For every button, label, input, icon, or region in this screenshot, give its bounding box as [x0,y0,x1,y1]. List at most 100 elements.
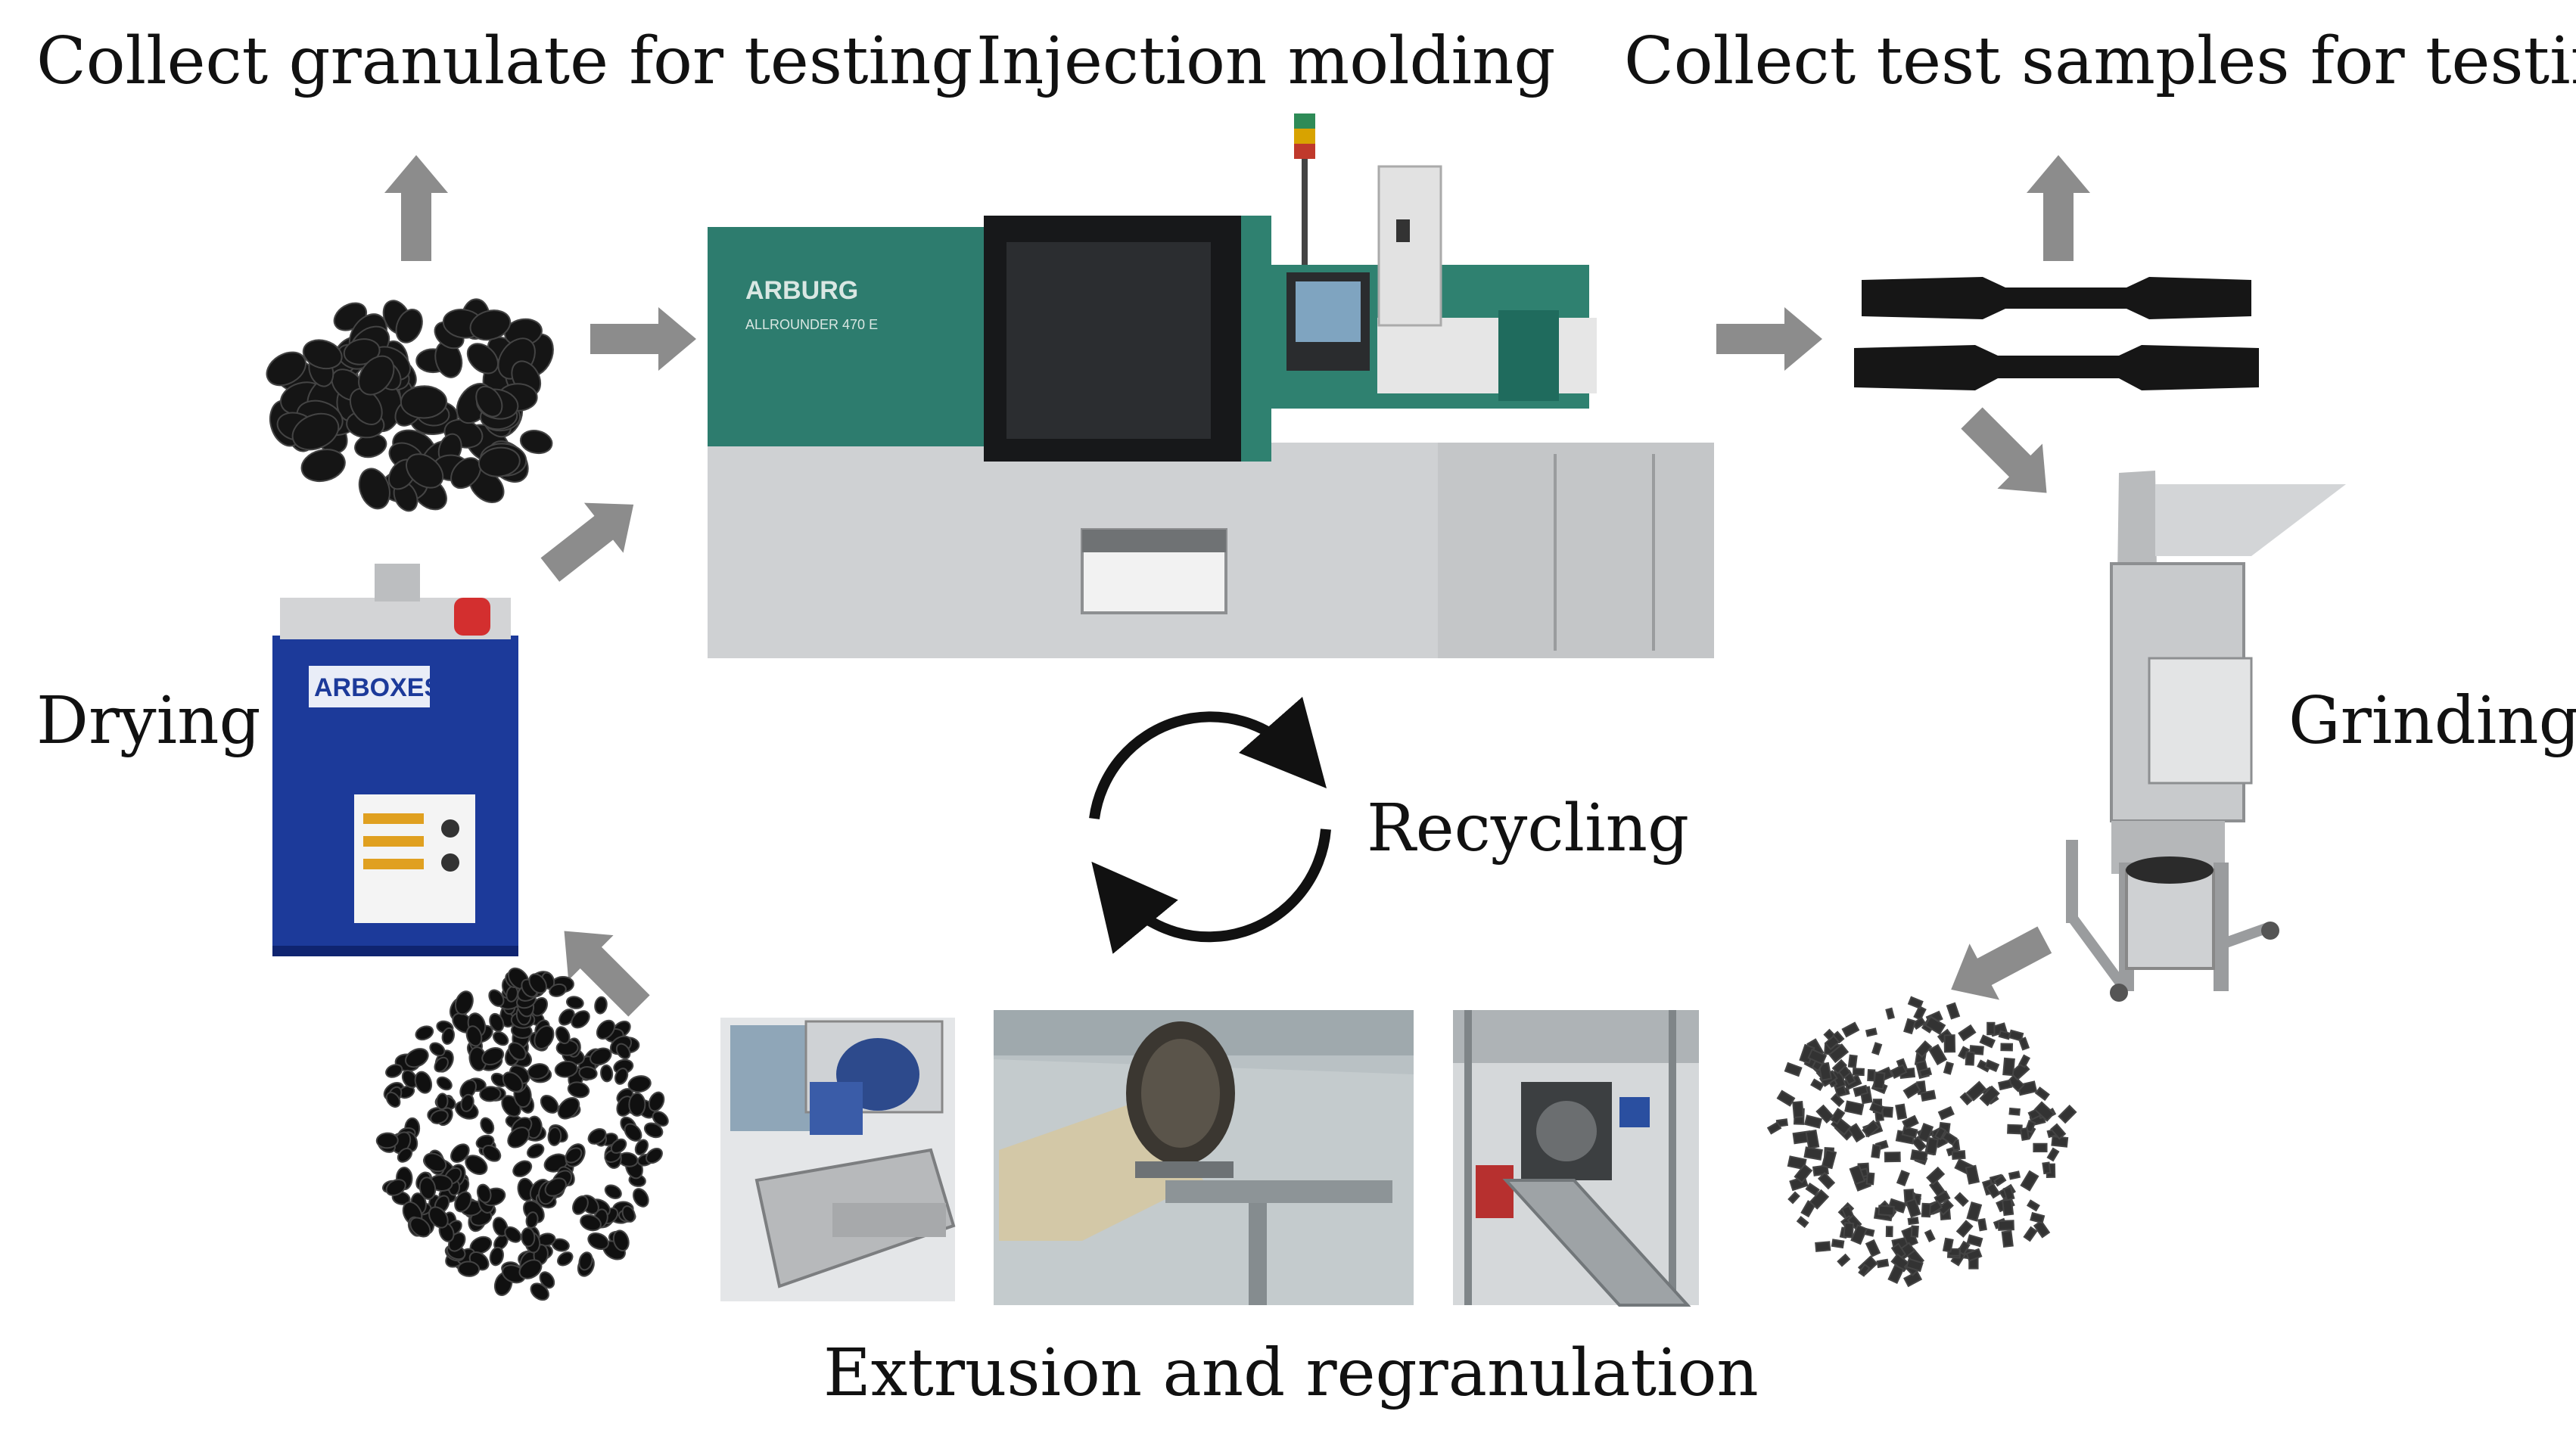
pellet [2018,1037,2030,1051]
pellet [612,1229,630,1251]
pellet [1985,1182,2001,1199]
pellet [1934,1126,1947,1141]
pellet [578,1066,598,1080]
pellet [1796,1216,1809,1229]
pellet [479,1086,502,1102]
pellet [1847,1054,1858,1068]
recycling-label: Recycling [1367,791,1690,866]
pellet [1821,1149,1837,1170]
pellet [436,1076,453,1091]
pellet [2008,1107,2021,1116]
extruder-photo-3 [1453,1010,1699,1307]
pellet [539,1271,555,1289]
pellet [480,1117,495,1135]
pellet [1895,1103,1908,1121]
pellet [1998,1079,2013,1091]
arrow-granulate-up [384,155,448,261]
pellet [567,1081,590,1099]
pellet [1903,1018,1917,1035]
pellet [436,1093,449,1110]
pellet [1959,1092,1973,1106]
pellet [587,1128,607,1145]
pellet [1837,1253,1851,1267]
pellet [450,457,481,490]
pellet [418,1177,437,1200]
pellet [1977,1217,1987,1232]
pellet [1815,1104,1835,1124]
pellet [557,1097,580,1120]
pellet [1853,1084,1869,1097]
collect-granulate-label: Collect granulate for testing [36,23,973,99]
pellet [1830,1093,1845,1108]
pellet [465,1155,488,1176]
pellet [557,1251,574,1267]
pellet [2042,1161,2052,1175]
pellet [1911,1136,1927,1152]
pellet [492,1217,509,1237]
pellet [527,1143,545,1159]
pellet [1937,1105,1955,1121]
pellet [1905,1198,1921,1218]
pellet [300,449,346,483]
pellet [1810,1078,1825,1091]
pellet [414,1071,433,1094]
pellet [1890,1064,1908,1080]
pellet [1986,1021,1996,1036]
pellet [358,468,390,510]
pellet [1958,1024,1977,1042]
pellet [1872,1071,1886,1090]
pellet [634,1139,649,1156]
pellet [521,1227,536,1248]
pellet [1805,1183,1820,1196]
pellet [1792,1101,1804,1119]
pellet [1937,1198,1954,1216]
pellet [492,1030,509,1046]
pellet [1831,1058,1847,1074]
injection-molding-label: Injection molding [976,23,1556,99]
pellet [1966,1234,1983,1248]
pellet [1921,1202,1931,1218]
extruded-pellets-image [375,967,669,1301]
pellet [1865,1239,1881,1257]
granulate-pile-image [266,298,554,512]
pellet [441,1027,455,1045]
pellet [291,412,340,451]
arrow-molding-to-samples [1716,307,1822,371]
pellet [504,1226,522,1243]
pellet [1896,1170,1910,1186]
pellet [1876,1258,1890,1269]
pellet [1794,1164,1813,1184]
pellet [554,1060,578,1078]
pellet [2002,1198,2014,1217]
pellet [1852,1068,1865,1077]
arrow-grinder-to-regrind [1951,926,2052,1000]
pellet [423,1152,447,1173]
pellet [476,1183,492,1204]
pellet [482,1145,502,1162]
pellet [2033,1220,2051,1239]
pellet [1841,1021,1860,1038]
pellet [1844,1100,1865,1116]
pellet [1928,1043,1948,1066]
pellet [1867,1068,1876,1082]
pellet [1907,996,1924,1010]
machine-brand-text: ARBURG [745,276,858,305]
pellet [1955,1220,1974,1238]
pellet [1965,1164,1980,1185]
pellet [587,1232,609,1250]
pellet [1925,1136,1940,1156]
arrow-samples-up [2027,155,2090,261]
pellet [1910,1149,1928,1163]
pellet [1984,1058,2000,1073]
pellet [1946,1002,1961,1020]
arrow-dryer-to-molding [540,502,634,582]
pellet [1941,1130,1958,1146]
pellet [1957,1240,1971,1256]
pellet [375,1132,399,1149]
pellet [1997,1220,2014,1231]
pellet [385,1064,403,1078]
pellet [302,339,343,370]
pellet [2058,1105,2077,1124]
pellet [1803,1114,1822,1129]
